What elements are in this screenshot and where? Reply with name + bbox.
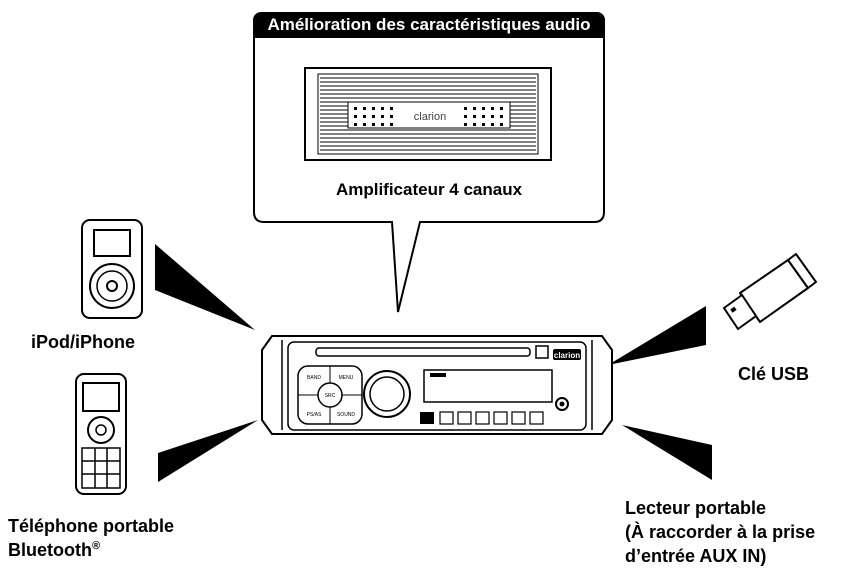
button-band: BAND <box>307 375 321 381</box>
vent-dot <box>381 123 384 126</box>
preset-button <box>493 411 508 425</box>
vent-dot <box>500 115 503 118</box>
callout-title: Amélioration des caractéristiques audio <box>253 12 605 38</box>
vent-dot <box>354 115 357 118</box>
ipod-icon <box>81 219 143 319</box>
ipod-label: iPod/iPhone <box>31 332 136 352</box>
vent-dot <box>354 107 357 110</box>
phone-label-line2: Bluetooth® <box>8 538 100 562</box>
vent-dot <box>381 107 384 110</box>
vent-dot <box>372 107 375 110</box>
vent-dot <box>500 123 503 126</box>
vent-dot <box>473 107 476 110</box>
vent-dot <box>482 115 485 118</box>
vent-dot <box>491 115 494 118</box>
vent-dot <box>363 123 366 126</box>
button-sound: SOUND <box>337 412 355 418</box>
preset-button <box>475 411 490 425</box>
phone-icon <box>75 373 127 495</box>
button-src: SRC <box>325 393 336 399</box>
button-menu: MENU <box>339 375 354 381</box>
amplifier-icon: clarion <box>304 67 552 161</box>
preset-button <box>439 411 454 425</box>
wedge-ipod <box>155 244 255 330</box>
vent-dot <box>482 107 485 110</box>
amplifier-vents <box>354 107 503 126</box>
vent-dot <box>363 107 366 110</box>
portable-label-line1: Lecteur portable <box>625 498 767 518</box>
vent-dot <box>473 123 476 126</box>
vent-dot <box>491 107 494 110</box>
vent-dot <box>372 123 375 126</box>
preset-button <box>457 411 472 425</box>
vent-dot <box>491 123 494 126</box>
amplifier-brand-text: clarion <box>414 111 446 123</box>
head-unit-icon: clarion BAND MENU SRC PS/AS SOUND <box>261 335 613 435</box>
vent-dot <box>500 107 503 110</box>
wedge-portable <box>622 425 712 480</box>
vent-dot <box>390 115 393 118</box>
vent-dot <box>390 107 393 110</box>
button-psas: PS/AS <box>307 412 322 418</box>
preset-buttons <box>439 411 544 425</box>
preset-button <box>511 411 526 425</box>
vent-dot <box>464 123 467 126</box>
vent-dot <box>390 123 393 126</box>
registered-mark: ® <box>91 540 101 552</box>
vent-dot <box>372 115 375 118</box>
usb-stick-icon <box>722 253 817 331</box>
phone-label-bluetooth: Bluetooth <box>8 540 92 560</box>
head-unit-brand: clarion <box>554 351 580 360</box>
vent-dot <box>354 123 357 126</box>
wedge-usb <box>608 306 706 365</box>
usb-label: Clé USB <box>738 364 810 384</box>
vent-dot <box>464 107 467 110</box>
vent-dot <box>482 123 485 126</box>
amplifier-label: Amplificateur 4 canaux <box>335 180 523 199</box>
phone-label-line1: Téléphone portable <box>8 516 175 536</box>
wedge-phone <box>158 420 258 482</box>
callout-bubble <box>253 13 605 313</box>
vent-dot <box>363 115 366 118</box>
portable-label-line3: d’entrée AUX IN) <box>625 546 767 566</box>
vent-dot <box>473 115 476 118</box>
vent-dot <box>464 115 467 118</box>
portable-label-line2: (À raccorder à la prise <box>625 522 816 542</box>
vent-dot <box>381 115 384 118</box>
preset-button <box>529 411 544 425</box>
